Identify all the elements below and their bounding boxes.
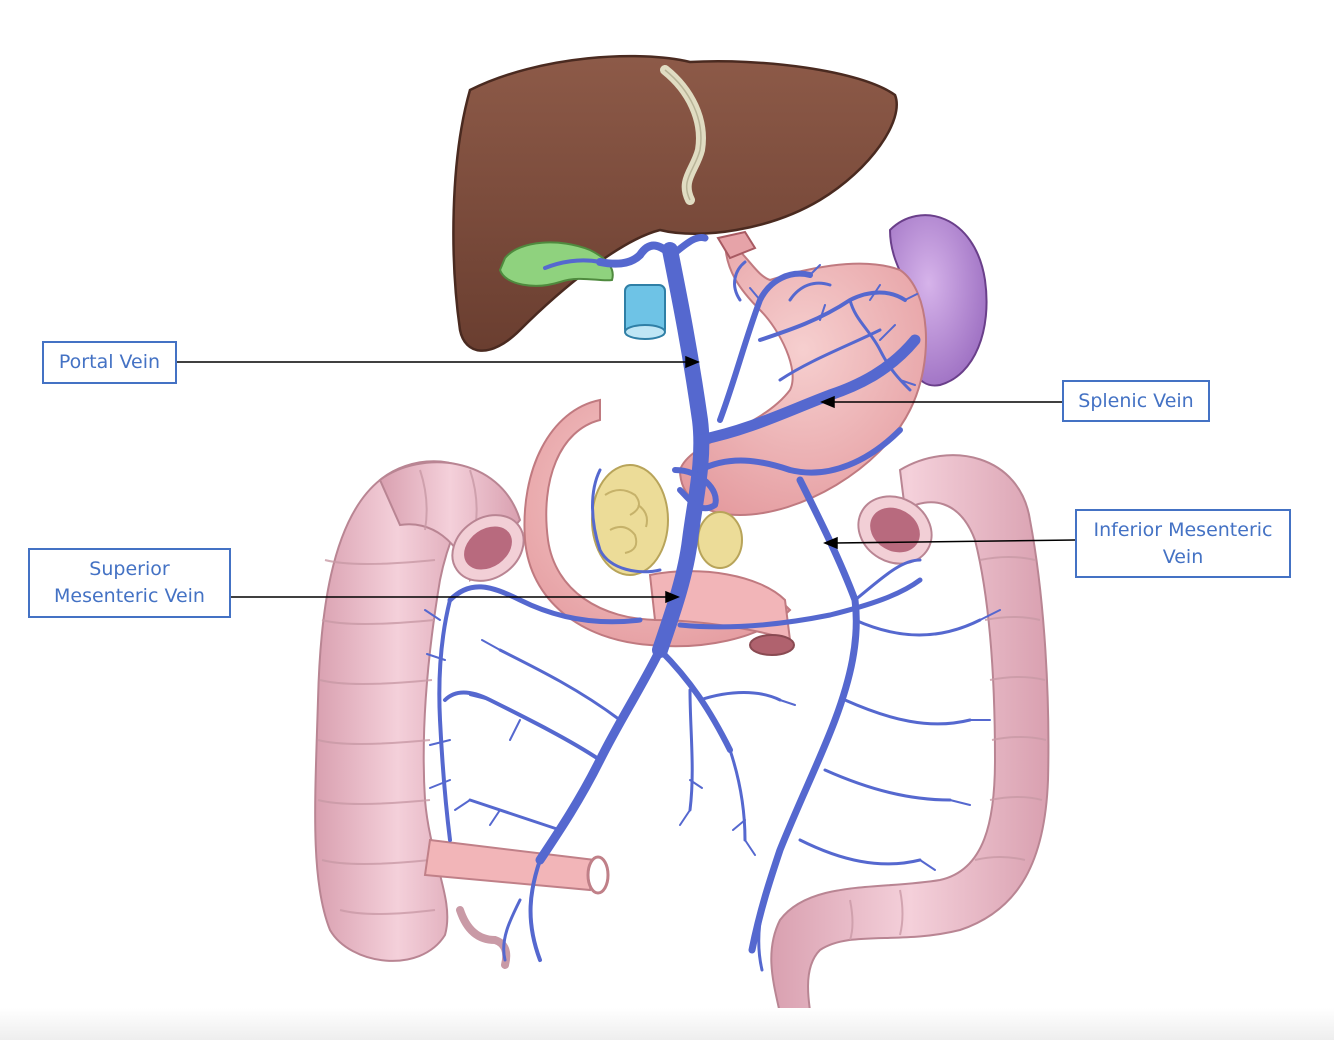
ileum-segment [423,838,610,895]
superior-mesenteric-vein-arrowhead [665,590,680,604]
inferior-vena-cava [624,284,666,340]
leader-lines [177,355,1076,604]
inferior-mesenteric-vein-leader [834,539,1076,544]
stomach [678,230,927,517]
venous-system [424,233,1001,972]
portal-vein-arrowhead [685,355,700,369]
splenic-vein-arrowhead [820,395,835,409]
bottom-shade [0,1008,1334,1040]
inferior-mesenteric-vein-arrowhead [823,536,838,550]
inferior-mesenteric-vein-label: Inferior Mesenteric Vein [1075,509,1291,578]
superior-mesenteric-vein-label: Superior Mesenteric Vein [28,548,231,618]
descending-colon [770,454,1050,1040]
splenic-vein-label: Splenic Vein [1062,380,1210,422]
portal-vein-label: Portal Vein [42,341,177,384]
ascending-colon [314,460,525,969]
